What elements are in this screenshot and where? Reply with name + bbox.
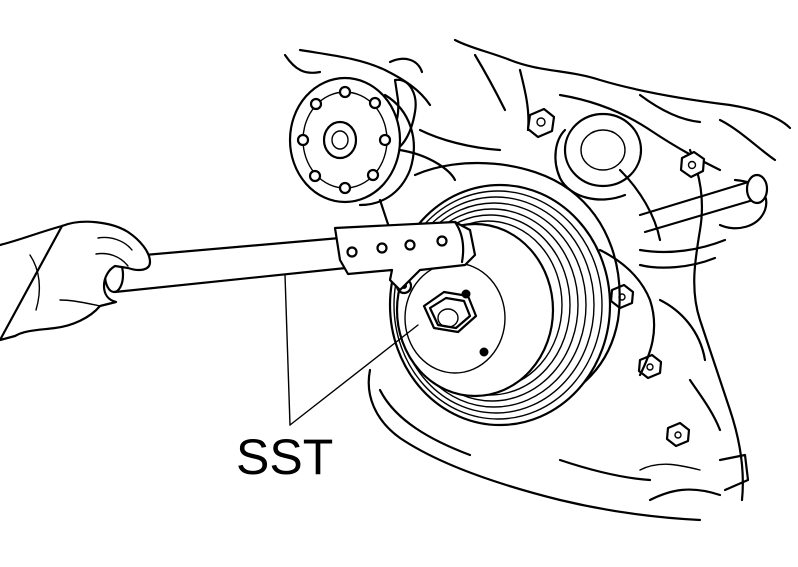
upper-pulley: [283, 48, 432, 207]
crank-bolt: [422, 290, 478, 334]
bolt-lower: [637, 353, 663, 380]
sst-tool: [103, 220, 477, 294]
sst-callout-label: SST: [236, 429, 334, 485]
sst-leader-lines: [284, 274, 419, 426]
bolt-bottom: [665, 421, 691, 448]
bolt-upper: [526, 107, 556, 139]
bolt-mid: [609, 283, 635, 310]
crankshaft-pulley: [388, 161, 621, 427]
hand: [0, 220, 152, 342]
engine-block: [367, 38, 792, 522]
bolt-right: [679, 150, 706, 179]
